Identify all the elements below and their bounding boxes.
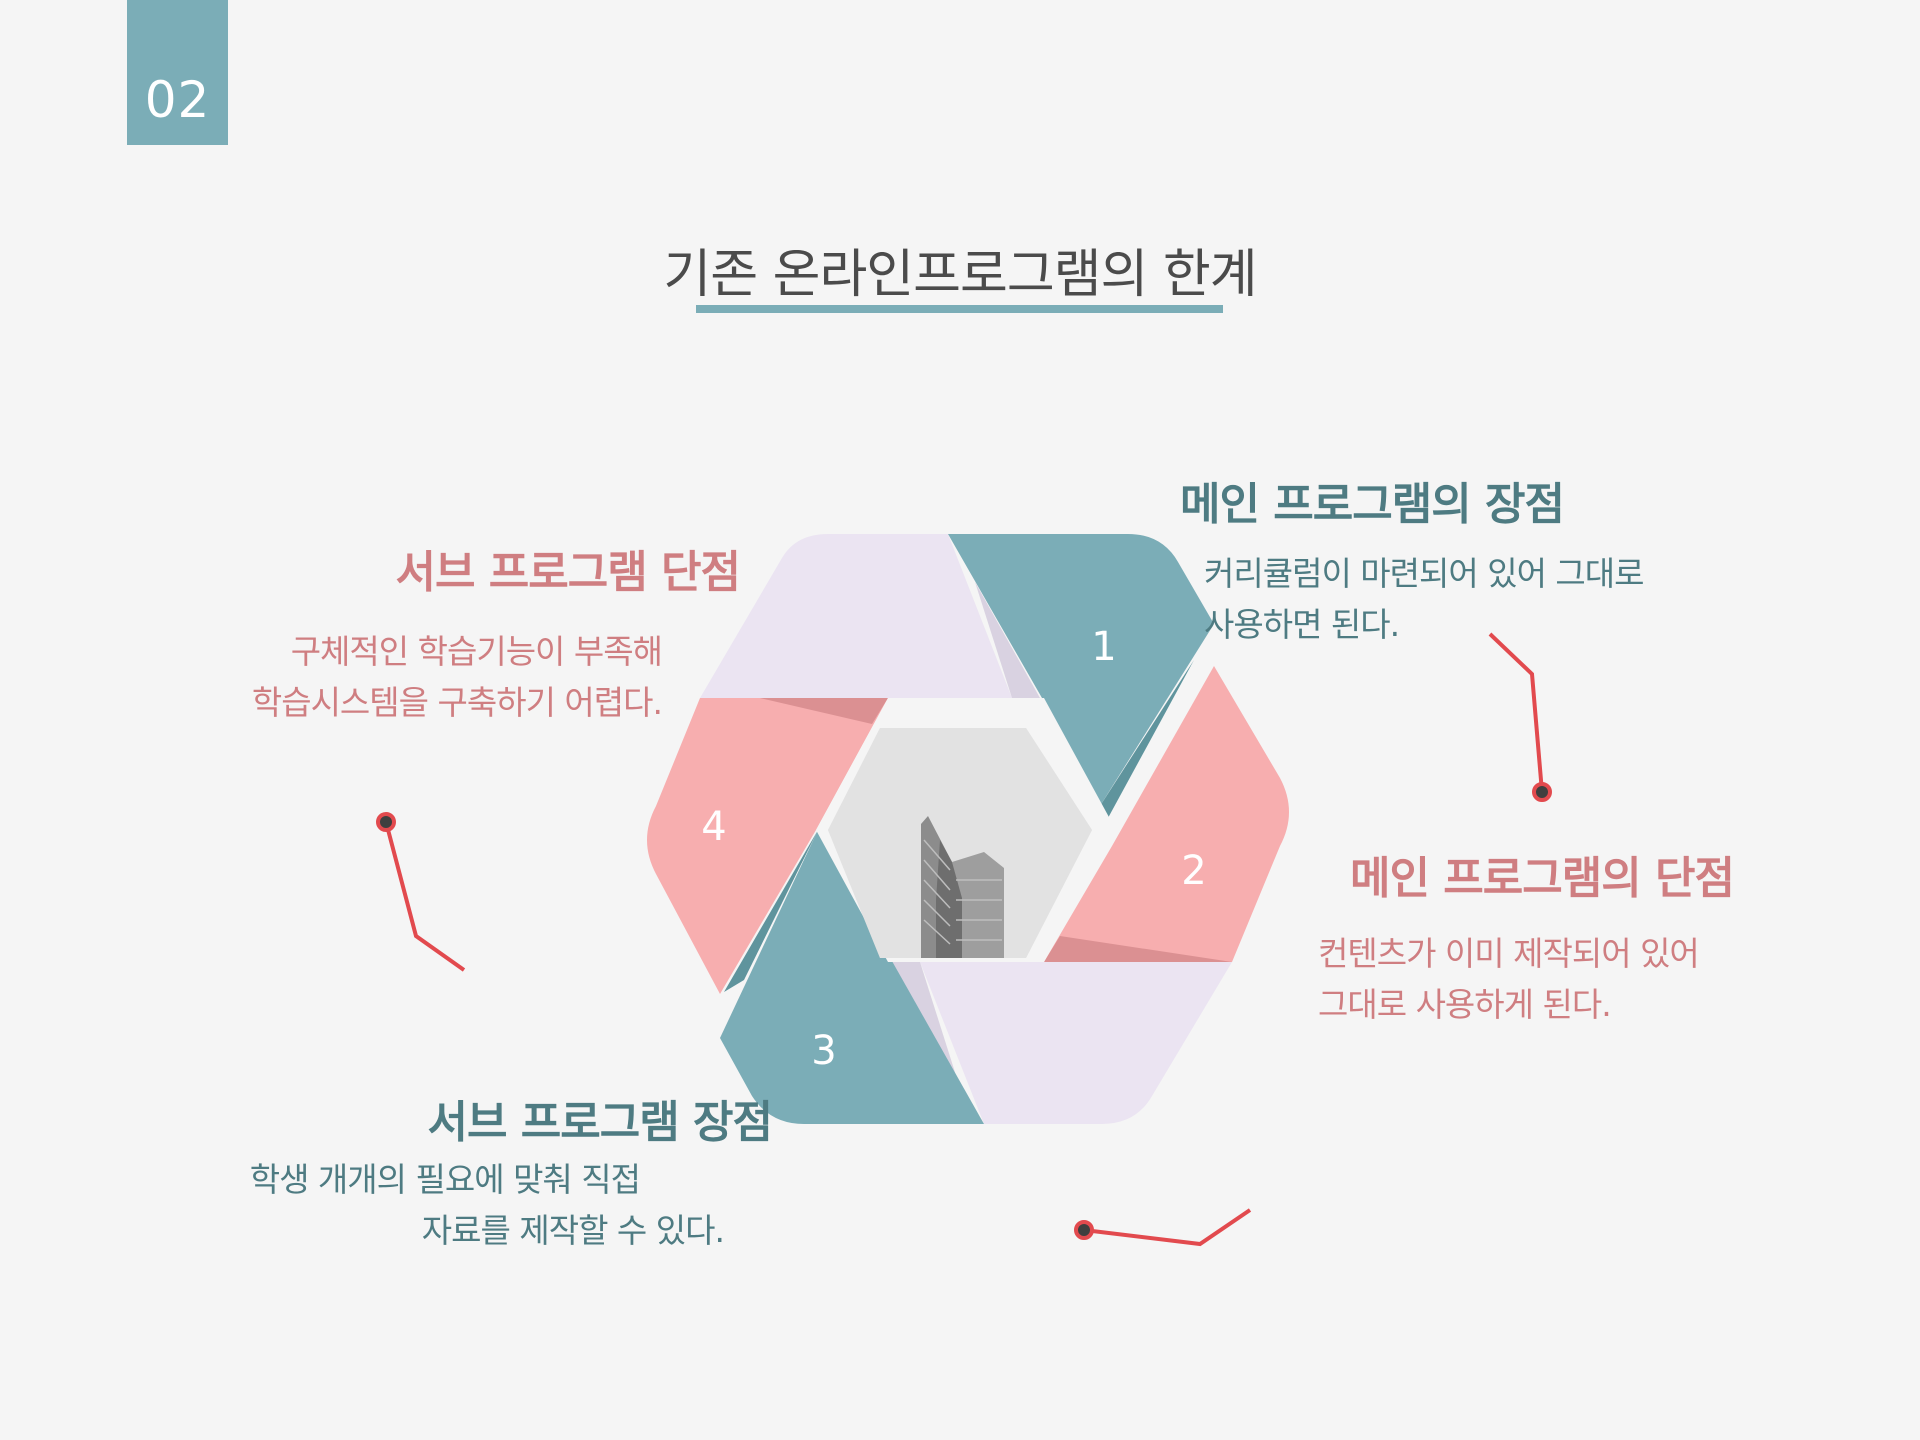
sub-con-description: 구체적인 학습기능이 부족해 학습시스템을 구축하기 어렵다. (251, 626, 663, 728)
segment-4-number: 4 (701, 804, 726, 850)
sub-con-heading: 서브 프로그램 단점 (395, 547, 741, 598)
main-con-line-1: 컨텐츠가 이미 제작되어 있어 (1318, 934, 1700, 973)
callout-line-bottom (1083, 1208, 1252, 1247)
segment-2-shade (1044, 936, 1232, 962)
segment-neutral-top-shade (975, 582, 1040, 698)
segment-3 (720, 830, 984, 1124)
callout-dot-top-right (1532, 782, 1552, 802)
building-icon (921, 816, 1004, 958)
page-number: 02 (144, 71, 211, 129)
segment-1-number: 1 (1091, 624, 1116, 670)
main-pro-line-2: 사용하면 된다. (1204, 605, 1400, 644)
main-con-line-2: 그대로 사용하게 된다. (1318, 985, 1612, 1024)
sub-pro-line-2: 자료를 제작할 수 있다. (421, 1211, 725, 1250)
sub-pro-line-1: 학생 개개의 필요에 맞춰 직접 (249, 1160, 641, 1199)
main-pro-heading: 메인 프로그램의 장점 (1180, 479, 1565, 530)
segment-2-number: 2 (1181, 848, 1206, 894)
segment-3-shade (724, 830, 818, 992)
sub-pro-description: 학생 개개의 필요에 맞춰 직접 자료를 제작할 수 있다. (249, 1154, 725, 1256)
callout-line-top-right (1488, 632, 1544, 793)
sub-con-line-1: 구체적인 학습기능이 부족해 (290, 632, 663, 671)
main-con-description: 컨텐츠가 이미 제작되어 있어 그대로 사용하게 된다. (1318, 928, 1700, 1030)
segment-3-number: 3 (811, 1028, 836, 1074)
main-pro-line-1: 커리큘럼이 마련되어 있어 그대로 (1204, 554, 1645, 593)
main-con-heading: 메인 프로그램의 단점 (1350, 853, 1735, 904)
sub-con-line-2: 학습시스템을 구축하기 어렵다. (251, 683, 663, 722)
segment-neutral-bottom (920, 962, 1232, 1124)
center-image-haze (828, 728, 1092, 958)
segment-neutral-top (700, 534, 1012, 698)
callout-dot-left (376, 812, 396, 832)
segment-1 (948, 534, 1214, 806)
main-pro-description: 커리큘럼이 마련되어 있어 그대로 사용하면 된다. (1204, 548, 1645, 650)
segment-4 (647, 698, 888, 994)
segment-1-shade (1100, 660, 1194, 818)
segment-4-shade (760, 698, 888, 724)
page-title: 기존 온라인프로그램의 한계 (663, 245, 1257, 305)
title-underline (696, 305, 1223, 313)
callout-dot-bottom (1074, 1220, 1094, 1240)
page-number-badge: 02 (127, 0, 228, 145)
callout-line-left (384, 821, 466, 972)
segment-2 (1044, 666, 1289, 962)
sub-pro-heading: 서브 프로그램 장점 (427, 1097, 773, 1148)
